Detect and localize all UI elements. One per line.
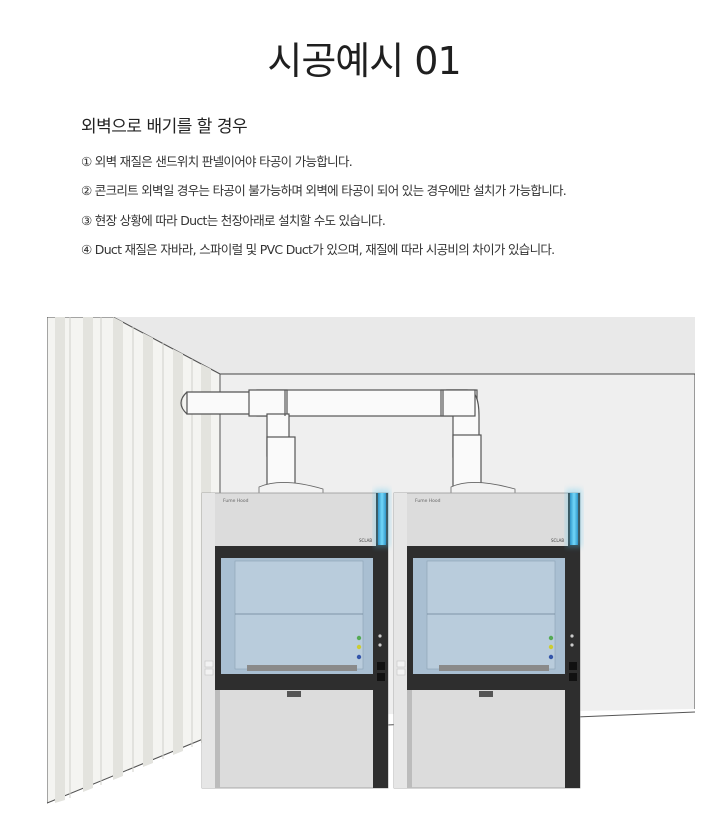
page-title: 시공예시 01 <box>267 39 461 83</box>
note-item: ① 외벽 재질은 샌드위치 판넬이어야 타공이 가능합니다. <box>81 154 353 169</box>
installation-illustration: Fume Hood SCLAB <box>47 317 695 817</box>
note-item: ③ 현장 상황에 따라 Duct는 천장아래로 설치할 수도 있습니다. <box>81 212 386 228</box>
hood-label-left: Fume Hood <box>223 498 249 504</box>
exhaust-duct <box>180 389 482 488</box>
installation-notes-section: 외벽으로 배기를 할 경우 ① 외벽 재질은 샌드위치 판넬이어야 타공이 가능… <box>81 112 701 264</box>
fume-hood-left: Fume Hood SCLAB <box>201 489 390 789</box>
note-item: ② 콘크리트 외벽일 경우는 타공이 불가능하며 외벽에 타공이 되어 있는 경… <box>81 183 567 199</box>
note-item: ④ Duct 재질은 자바라, 스파이럴 및 PVC Duct가 있으며, 재질… <box>81 241 555 257</box>
notes-list: ① 외벽 재질은 샌드위치 판넬이어야 타공이 가능합니다. ② 콘크리트 외벽… <box>81 147 701 264</box>
fume-hood-right <box>394 489 582 788</box>
sandwich-panel-wall <box>47 317 221 804</box>
brand-label-left: SCLAB <box>359 538 372 543</box>
section-heading: 외벽으로 배기를 할 경우 <box>81 117 248 137</box>
flexible-duct-connectors <box>258 482 516 496</box>
